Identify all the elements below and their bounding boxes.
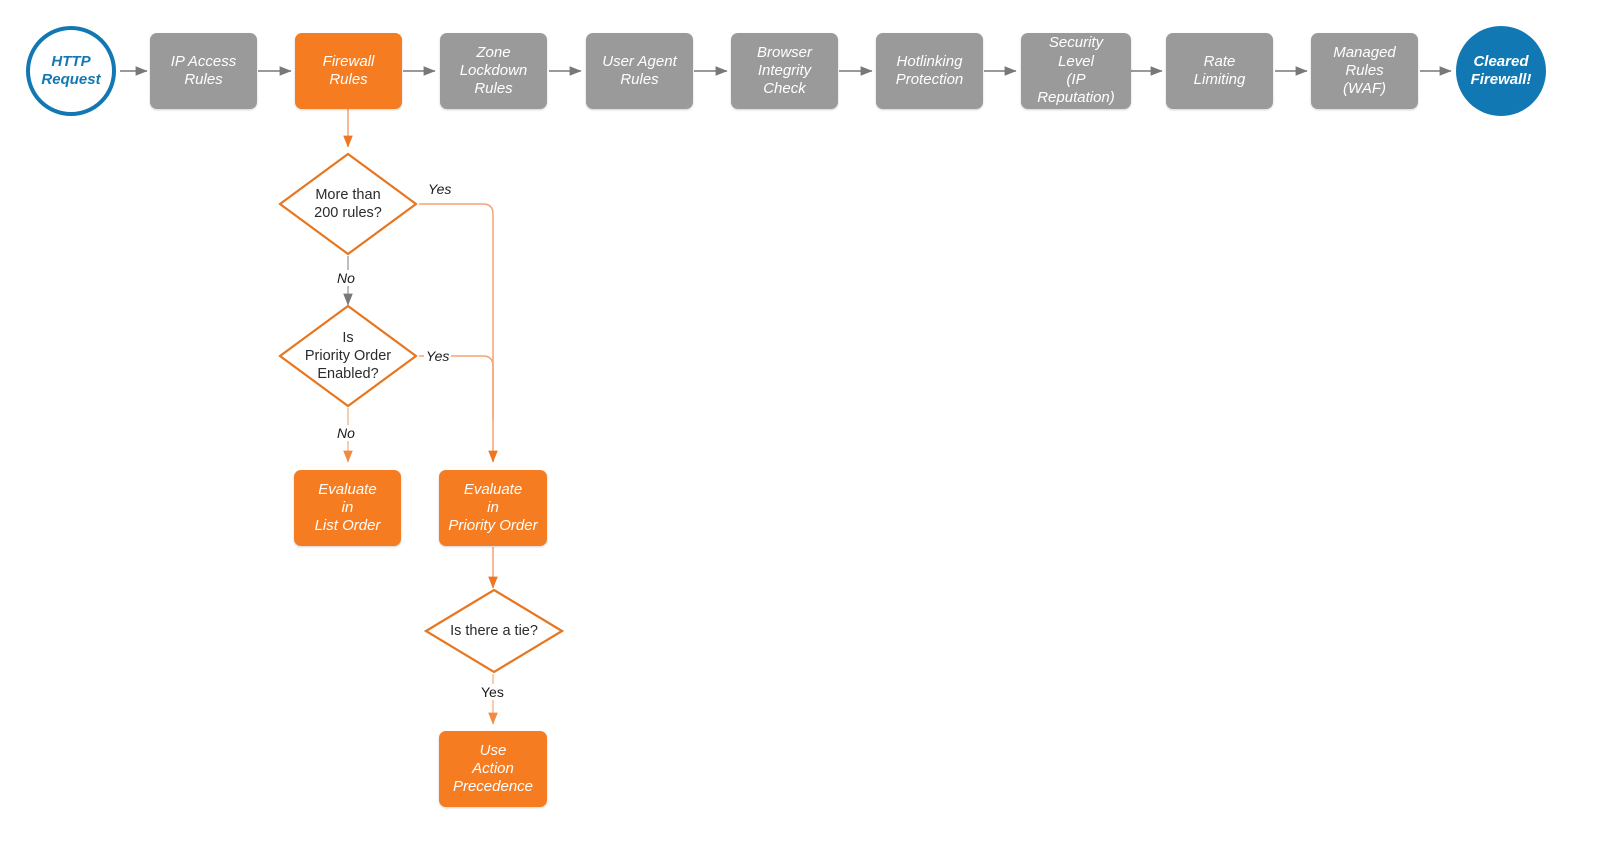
node-rate-limiting[interactable]: Rate Limiting xyxy=(1166,33,1273,109)
node-ip-access-rules-label: IP Access Rules xyxy=(170,52,237,88)
node-is-there-a-tie[interactable]: Is there a tie? xyxy=(424,588,564,674)
node-browser-integrity-check[interactable]: Browser Integrity Check xyxy=(731,33,838,109)
node-cleared-firewall-label: Cleared Firewall! xyxy=(1470,53,1532,88)
node-http-request-label: HTTP Request xyxy=(41,53,101,88)
edge-more-than-200-yes xyxy=(419,203,498,463)
edge-label-priority-order-yes: Yes xyxy=(424,348,452,364)
node-rate-limiting-label: Rate Limiting xyxy=(1193,52,1246,88)
edge-label-more-than-200-yes: Yes xyxy=(426,181,454,197)
node-managed-rules-waf-label: Managed Rules (WAF) xyxy=(1333,43,1396,98)
node-use-action-precedence[interactable]: Use Action Precedence xyxy=(439,731,547,807)
node-evaluate-in-list-order-label: Evaluate in List Order xyxy=(314,480,381,535)
diamond-shape-icon xyxy=(278,304,418,408)
node-zone-lockdown-rules[interactable]: Zone Lockdown Rules xyxy=(440,33,547,109)
node-ip-access-rules[interactable]: IP Access Rules xyxy=(150,33,257,109)
diamond-shape-icon xyxy=(424,588,564,674)
node-evaluate-in-priority-order-label: Evaluate in Priority Order xyxy=(448,480,538,535)
node-use-action-precedence-label: Use Action Precedence xyxy=(452,741,534,796)
node-more-than-200-rules-label: More than 200 rules? xyxy=(314,186,382,221)
node-cleared-firewall[interactable]: Cleared Firewall! xyxy=(1456,26,1546,116)
node-evaluate-in-list-order[interactable]: Evaluate in List Order xyxy=(294,470,401,546)
node-is-priority-order-enabled[interactable]: Is Priority Order Enabled? xyxy=(278,304,418,408)
diamond-shape-icon xyxy=(278,152,418,256)
node-hotlinking-protection-label: Hotlinking Protection xyxy=(895,52,964,88)
node-zone-lockdown-rules-label: Zone Lockdown Rules xyxy=(459,43,528,98)
node-browser-integrity-check-label: Browser Integrity Check xyxy=(756,43,812,98)
node-firewall-rules-label: Firewall Rules xyxy=(322,52,375,88)
node-security-level-label: Security Level (IP Reputation) xyxy=(1037,34,1115,107)
node-security-level[interactable]: Security Level (IP Reputation) xyxy=(1021,33,1131,109)
node-firewall-rules[interactable]: Firewall Rules xyxy=(295,33,402,109)
edge-label-more-than-200-no: No xyxy=(335,270,357,286)
node-more-than-200-rules[interactable]: More than 200 rules? xyxy=(278,152,418,256)
node-user-agent-rules-label: User Agent Rules xyxy=(602,52,677,88)
edge-label-priority-order-no: No xyxy=(335,425,357,441)
node-http-request[interactable]: HTTP Request xyxy=(26,26,116,116)
node-evaluate-in-priority-order[interactable]: Evaluate in Priority Order xyxy=(439,470,547,546)
node-hotlinking-protection[interactable]: Hotlinking Protection xyxy=(876,33,983,109)
edge-label-tie-yes: Yes xyxy=(479,684,506,700)
node-is-priority-order-enabled-label: Is Priority Order Enabled? xyxy=(304,329,392,383)
node-managed-rules-waf[interactable]: Managed Rules (WAF) xyxy=(1311,33,1418,109)
node-is-there-a-tie-label: Is there a tie? xyxy=(450,622,538,639)
node-user-agent-rules[interactable]: User Agent Rules xyxy=(586,33,693,109)
edge-priority-order-yes xyxy=(419,355,494,420)
